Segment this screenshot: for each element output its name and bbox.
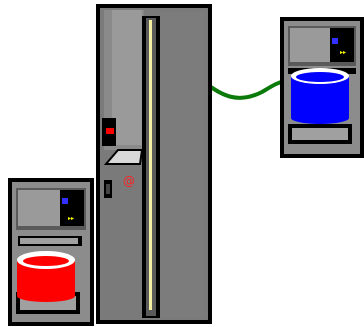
svg-text:▸▸: ▸▸ xyxy=(340,49,346,56)
server-right: ▸▸ xyxy=(280,17,364,158)
rack-cabinet-icon: @ xyxy=(96,4,212,324)
rack-rail xyxy=(149,20,152,310)
svg-text:▸▸: ▸▸ xyxy=(68,215,74,222)
at-symbol-icon: @ xyxy=(123,174,135,188)
database-icon xyxy=(17,251,75,302)
database-icon xyxy=(291,68,349,124)
network-cable xyxy=(204,80,288,98)
server-left: ▸▸ xyxy=(8,178,94,326)
status-led xyxy=(106,128,114,134)
